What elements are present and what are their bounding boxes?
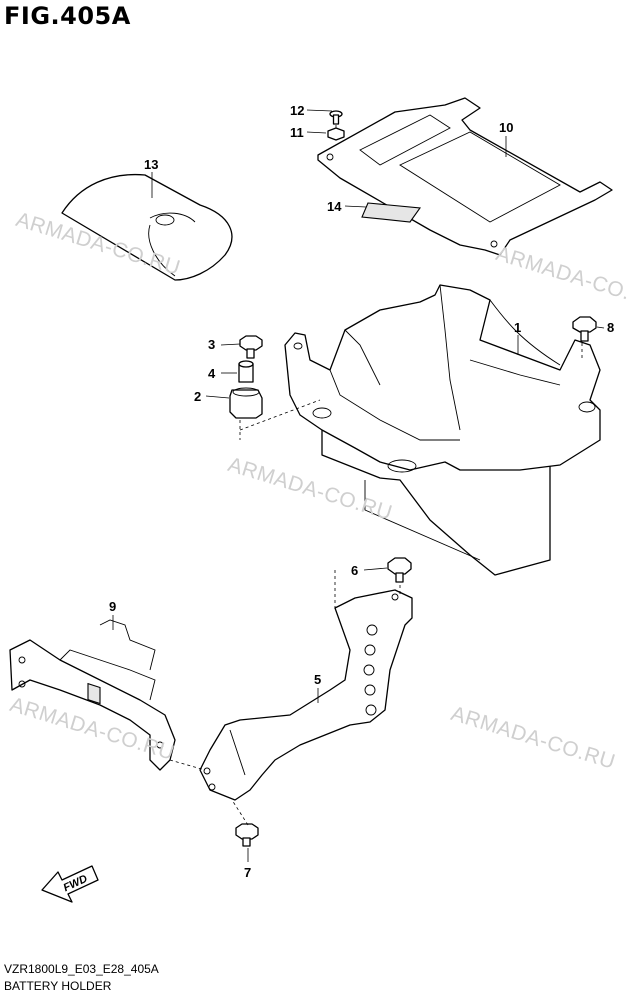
leader-lines [112, 109, 605, 862]
part-6-bolt [387, 557, 412, 583]
callout-13: 13 [144, 157, 159, 172]
callout-7: 7 [244, 865, 252, 880]
callout-10: 10 [499, 120, 514, 135]
footer-code: VZR1800L9_E03_E28_405A [4, 962, 159, 976]
alignment-lines [169, 125, 583, 826]
callout-12: 12 [290, 103, 305, 118]
part-1-holder [284, 284, 601, 576]
part-2-cushion [229, 387, 263, 419]
part-13-cover [61, 173, 233, 281]
callout-9: 9 [109, 599, 117, 614]
callout-4: 4 [208, 366, 216, 381]
part-8-bolt [572, 316, 597, 342]
callout-2: 2 [194, 389, 202, 404]
callout-1: 1 [514, 320, 522, 335]
callout-5: 5 [314, 672, 322, 687]
part-7-bolt [235, 823, 259, 847]
figure-title: FIG.405A [4, 2, 131, 30]
callout-6: 6 [351, 563, 359, 578]
part-5-bracket [199, 589, 413, 801]
part-9-bracket [9, 619, 176, 771]
callout-3: 3 [208, 337, 216, 352]
fwd-arrow-icon: FWD [41, 865, 99, 903]
callout-11: 11 [290, 125, 304, 140]
footer-caption: BATTERY HOLDER [4, 979, 112, 993]
part-3-bolt [239, 335, 263, 359]
part-11-nut [327, 127, 345, 141]
part-10-plate [317, 97, 613, 256]
callout-14: 14 [327, 199, 342, 214]
part-12-screw [329, 110, 343, 125]
part-4-collar [238, 360, 254, 383]
part-14-pad [361, 202, 422, 223]
callout-8: 8 [607, 320, 615, 335]
